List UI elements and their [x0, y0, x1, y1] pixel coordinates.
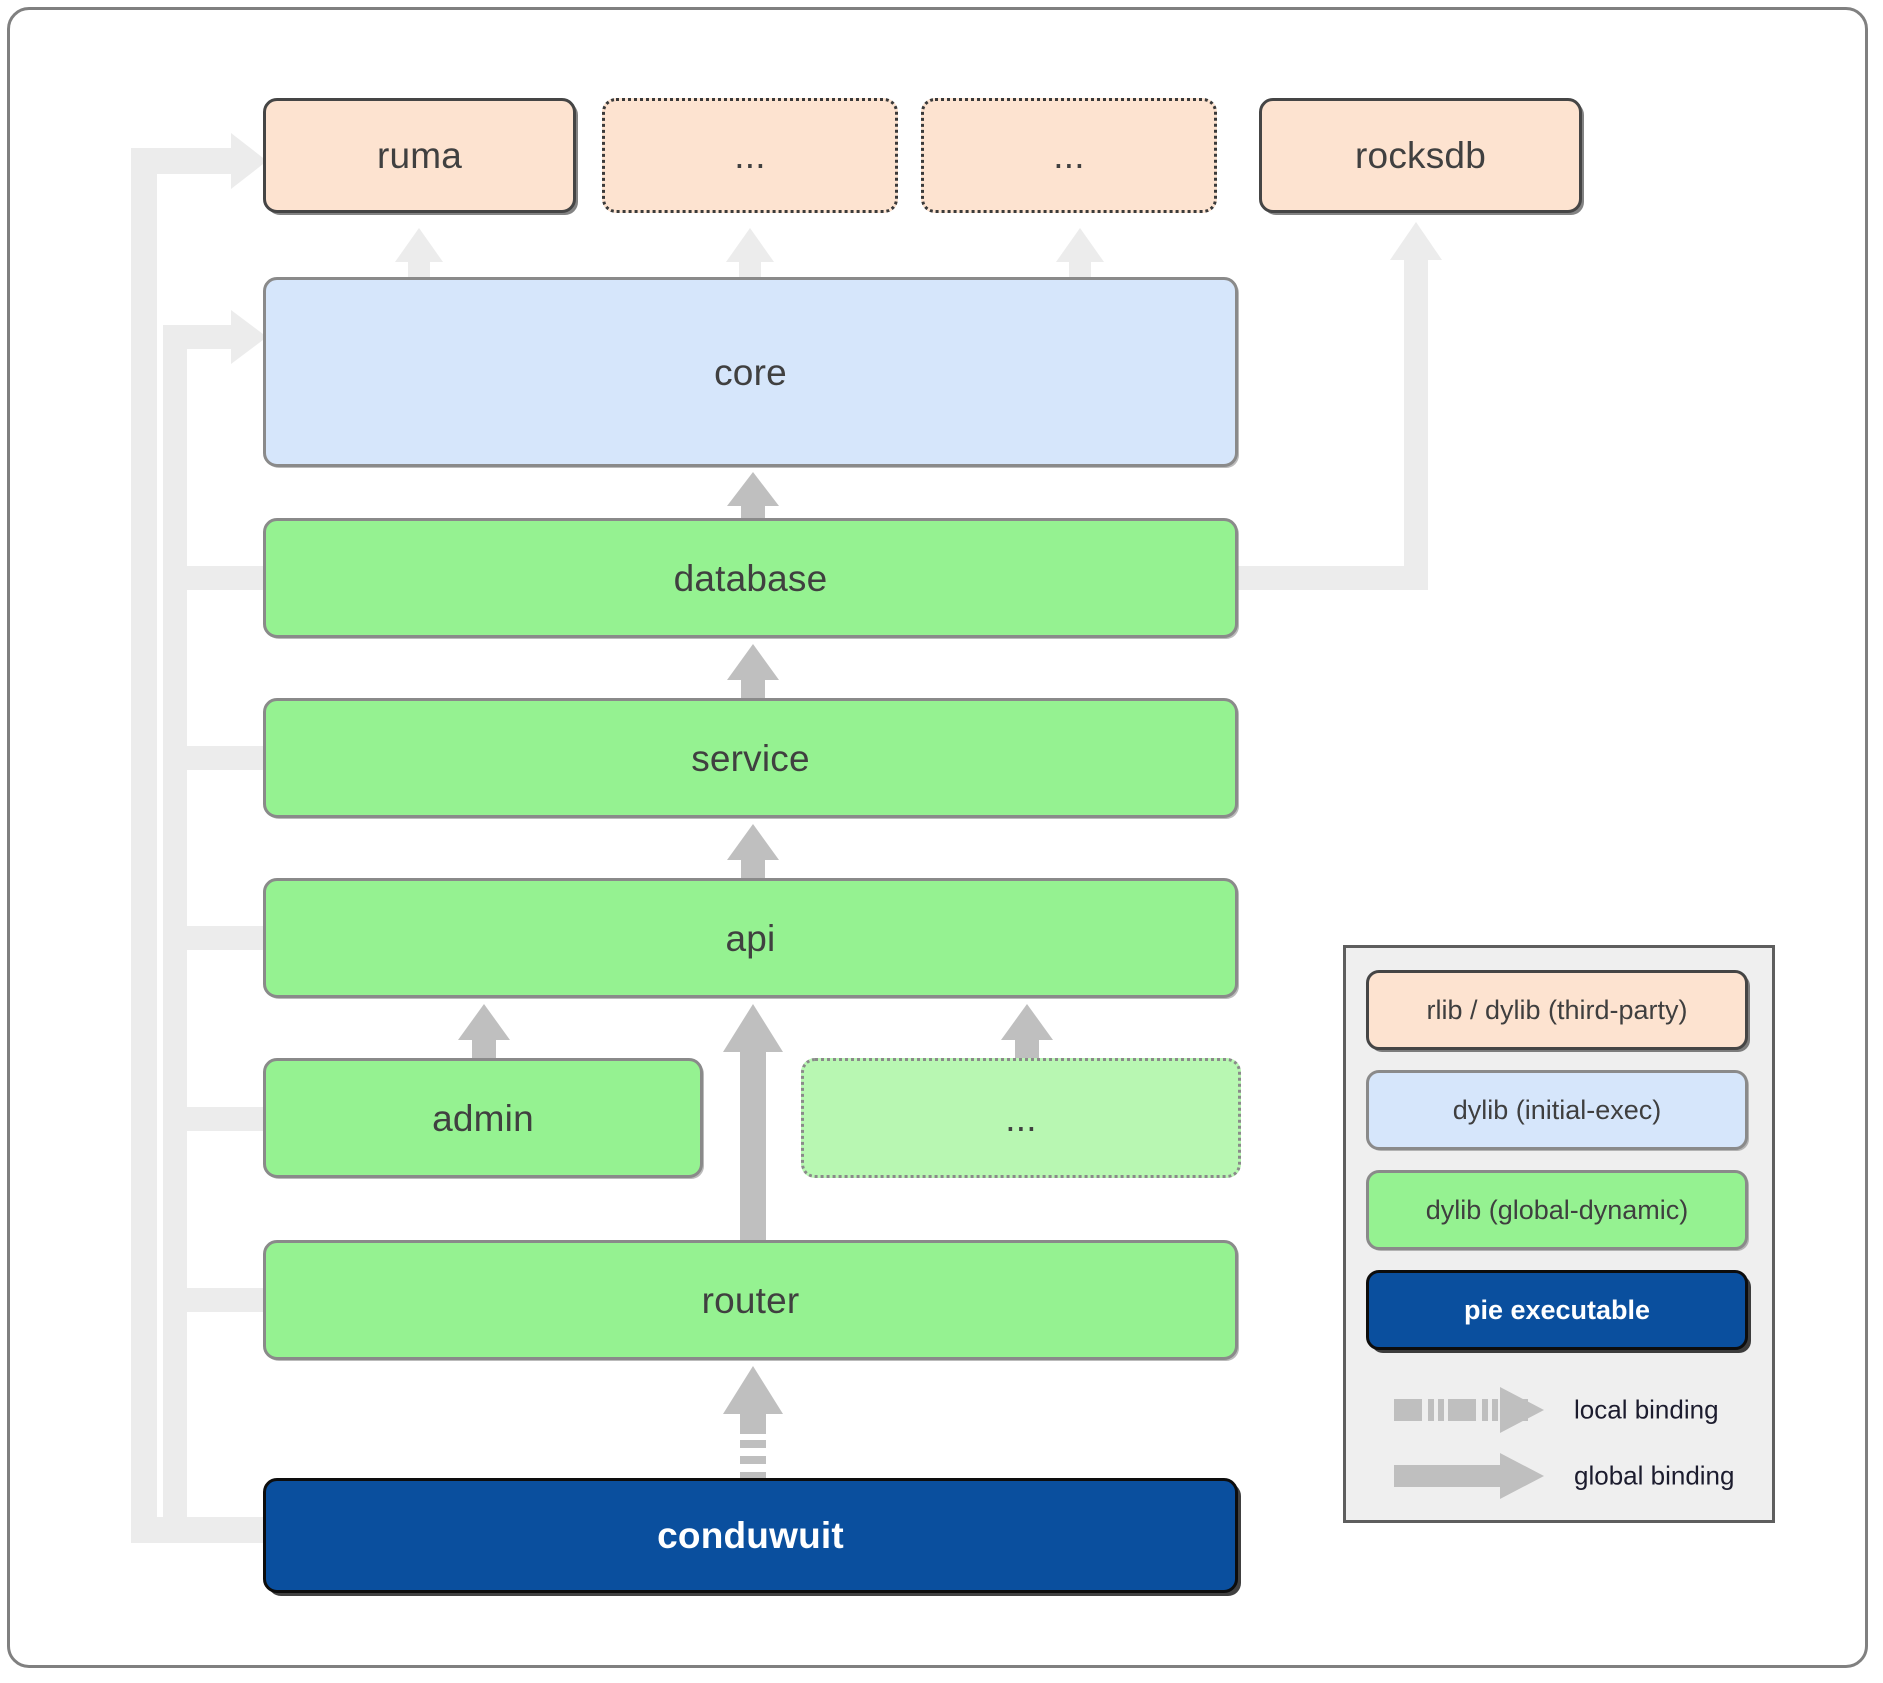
- legend-panel: rlib / dylib (third-party) dylib (initia…: [1343, 945, 1775, 1523]
- legend-swatch-third-party: rlib / dylib (third-party): [1366, 970, 1748, 1050]
- arrow-api-ellipsis-to-api: [1001, 1004, 1053, 1060]
- node-top-ellipsis-2-label: ...: [1053, 135, 1085, 176]
- arrow-service-to-database: [727, 644, 779, 700]
- arrow-local-to-core: [195, 310, 267, 364]
- legend-swatch-global-dynamic: dylib (global-dynamic): [1366, 1170, 1748, 1250]
- trunk-outer-vertical: [131, 148, 157, 1543]
- legend-row-local-binding: local binding: [1346, 1380, 1772, 1440]
- legend-row-global-binding: global binding: [1346, 1446, 1772, 1506]
- legend-swatch-global-dynamic-label: dylib (global-dynamic): [1425, 1194, 1689, 1225]
- global-binding-arrow-icon: [1394, 1453, 1544, 1499]
- node-top-ellipsis-2[interactable]: ...: [921, 98, 1217, 213]
- dash-seg-3: [740, 1456, 766, 1464]
- trunk-inner-vertical: [163, 325, 187, 1521]
- trunk-branch-service: [163, 746, 269, 770]
- dash-seg-2: [740, 1440, 766, 1448]
- arrow-core-to-top-ellipsis-2: [1056, 228, 1104, 280]
- node-core-label: core: [714, 351, 787, 393]
- legend-swatch-third-party-label: rlib / dylib (third-party): [1426, 994, 1688, 1025]
- trunk-branch-router: [163, 1288, 269, 1312]
- arrow-admin-to-api: [458, 1004, 510, 1060]
- node-database-label: database: [673, 557, 828, 599]
- legend-local-binding-label: local binding: [1574, 1394, 1719, 1425]
- arrow-global-to-rocksdb: [1390, 222, 1442, 282]
- node-service-label: service: [691, 737, 810, 779]
- node-api-ellipsis-label: ...: [1005, 1097, 1037, 1139]
- arrow-conduwuit-to-router: [723, 1366, 783, 1476]
- legend-swatch-initial-exec: dylib (initial-exec): [1366, 1070, 1748, 1150]
- legend-swatch-pie-executable: pie executable: [1366, 1270, 1748, 1350]
- legend-global-binding-label: global binding: [1574, 1460, 1735, 1491]
- node-router[interactable]: router: [263, 1240, 1238, 1360]
- node-admin-label: admin: [432, 1097, 534, 1139]
- trunk-outer-to-conduwuit: [131, 1517, 263, 1543]
- node-api-ellipsis[interactable]: ...: [801, 1058, 1241, 1178]
- arrow-database-to-core: [727, 472, 779, 522]
- arrow-local-to-ruma: [195, 133, 267, 189]
- node-rocksdb[interactable]: rocksdb: [1259, 98, 1582, 213]
- arrow-api-to-service: [727, 824, 779, 880]
- node-top-ellipsis-1[interactable]: ...: [602, 98, 898, 213]
- node-ruma-label: ruma: [376, 135, 463, 176]
- legend-swatch-initial-exec-label: dylib (initial-exec): [1452, 1094, 1662, 1125]
- node-ruma[interactable]: ruma: [263, 98, 576, 213]
- node-core[interactable]: core: [263, 277, 1238, 467]
- trunk-branch-api: [163, 926, 269, 950]
- node-service[interactable]: service: [263, 698, 1238, 818]
- node-api-label: api: [725, 917, 776, 959]
- node-database[interactable]: database: [263, 518, 1238, 638]
- node-api[interactable]: api: [263, 878, 1238, 998]
- arrow-core-to-ruma: [395, 228, 443, 280]
- node-admin[interactable]: admin: [263, 1058, 703, 1178]
- node-conduwuit-label: conduwuit: [657, 1515, 844, 1556]
- legend-swatch-pie-executable-label: pie executable: [1463, 1294, 1651, 1325]
- arrow-core-to-top-ellipsis-1: [726, 228, 774, 280]
- local-binding-arrow-icon: [1394, 1387, 1544, 1433]
- database-to-rocksdb-vertical: [1404, 260, 1428, 590]
- node-conduwuit[interactable]: conduwuit: [263, 1478, 1238, 1593]
- trunk-branch-admin: [163, 1107, 269, 1131]
- arrow-router-to-api: [723, 1004, 783, 1244]
- trunk-branch-database: [163, 566, 269, 590]
- database-to-rocksdb-horizontal: [1238, 566, 1428, 590]
- node-top-ellipsis-1-label: ...: [734, 135, 766, 176]
- node-router-label: router: [701, 1279, 800, 1321]
- node-rocksdb-label: rocksdb: [1355, 135, 1486, 176]
- dash-seg-1: [740, 1414, 766, 1434]
